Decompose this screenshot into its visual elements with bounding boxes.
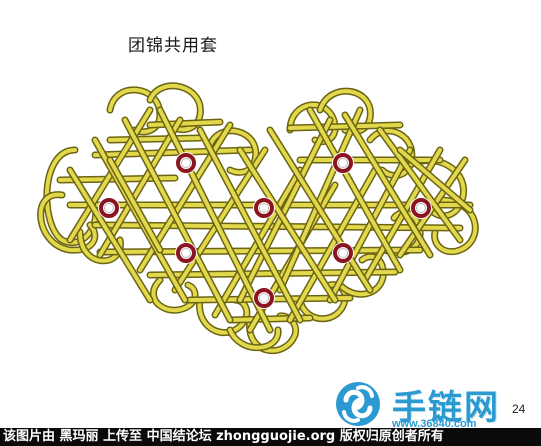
lattice-cord-24	[278, 108, 362, 292]
lattice-cord-31	[268, 128, 372, 292]
lattice-cord-27	[123, 118, 232, 322]
page-number: 24	[512, 402, 526, 416]
ring-4	[253, 197, 275, 219]
outer-loop-18	[228, 328, 280, 350]
footer-credit: 该图片由 黑玛丽 上传至 中国结论坛 zhongguojie.org 版权归原创…	[0, 428, 541, 446]
outer-loop-11	[151, 278, 197, 313]
lattice-cord-35	[108, 158, 162, 252]
knot-diagram	[37, 82, 479, 354]
lattice-cord-30	[238, 148, 337, 302]
ring-7	[332, 242, 354, 264]
ring-5	[410, 197, 432, 219]
lattice-cord-16	[173, 148, 267, 292]
ring-8	[253, 287, 275, 309]
lattice-cord-13	[68, 108, 152, 242]
logo-name: 手链网	[392, 388, 500, 428]
ring-markers	[98, 152, 432, 309]
logo-url: www.36840.com	[392, 418, 477, 430]
lattice-cord-2	[148, 120, 222, 127]
lattice-cord-12	[108, 136, 202, 142]
diagram-title: 团锦共用套	[128, 36, 218, 56]
lattice-cord-3	[288, 123, 402, 130]
lattice-cord-23	[238, 118, 332, 302]
lattice-cord-34	[378, 128, 462, 242]
outer-loop-15	[338, 254, 386, 297]
lattice-cord-25	[68, 168, 152, 302]
lattice-cord-28	[158, 108, 272, 332]
ring-3	[98, 197, 120, 219]
site-logo-icon	[336, 382, 380, 426]
lattice-cord-20	[328, 148, 412, 302]
lattice-cord-29	[198, 128, 302, 322]
outer-loop-2	[38, 192, 97, 253]
ring-2	[332, 152, 354, 174]
ring-1	[175, 152, 197, 174]
ring-6	[175, 242, 197, 264]
cord-lattice	[56, 106, 474, 334]
lattice-cord-32	[308, 108, 402, 272]
lattice-cord-36	[398, 148, 472, 212]
lattice-cord-33	[343, 113, 432, 257]
lattice-cord-14	[98, 118, 182, 257]
outer-loop-4	[148, 83, 203, 132]
